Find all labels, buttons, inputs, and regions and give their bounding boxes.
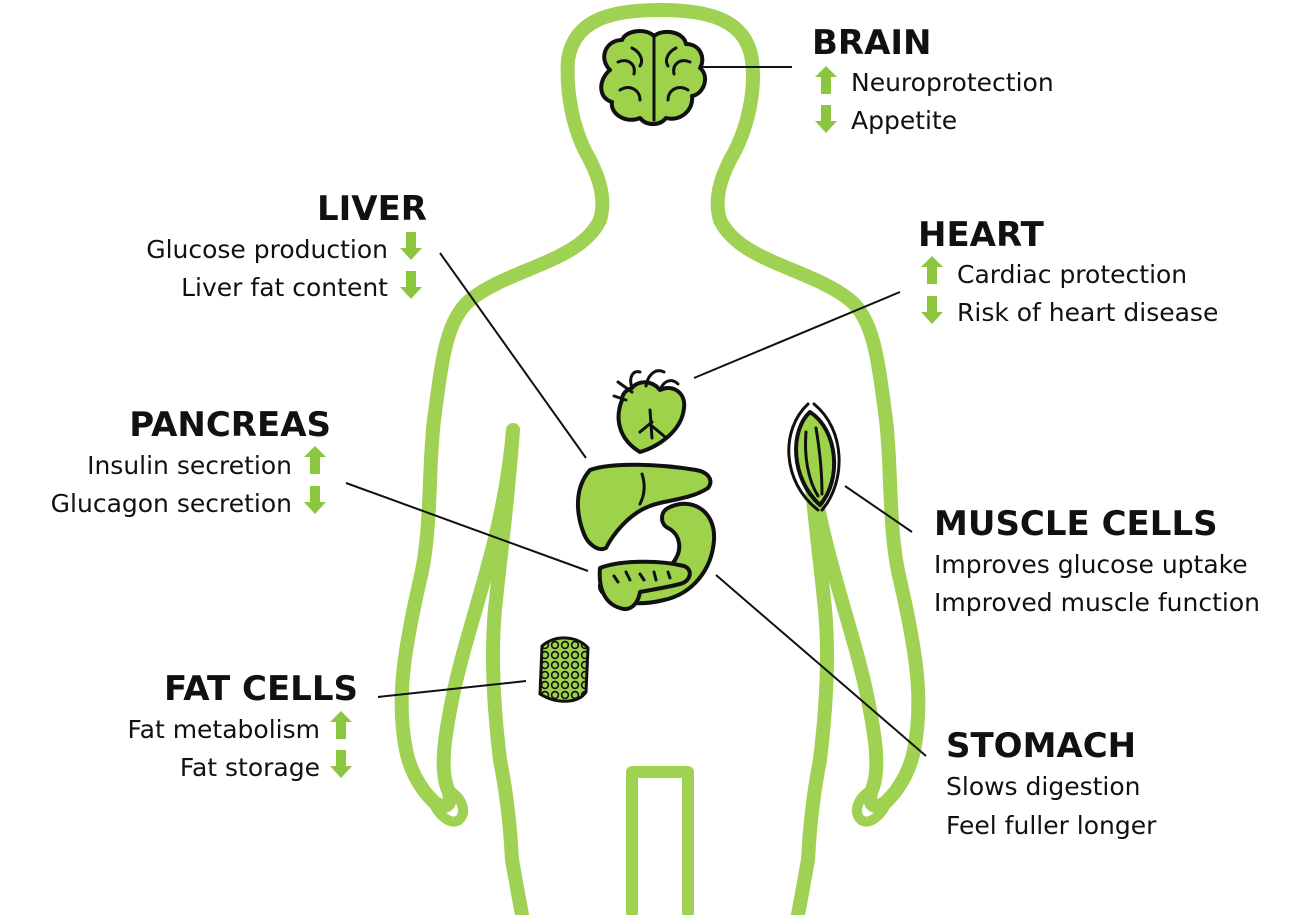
pancreas-effect-1: Insulin secretion <box>87 451 292 480</box>
heart-title: HEART <box>918 215 1045 255</box>
fat-effect-1: Fat metabolism <box>128 715 320 744</box>
stomach-effect-1: Slows digestion <box>946 772 1141 801</box>
fat-effect-2: Fat storage <box>180 753 320 782</box>
muscle-effect-1: Improves glucose uptake <box>934 550 1248 579</box>
stomach-effect-2: Feel fuller longer <box>946 811 1157 840</box>
pancreas-effect-2: Glucagon secretion <box>51 489 292 518</box>
up-arrow-icon <box>921 256 943 284</box>
down-arrow-icon <box>304 486 326 514</box>
brain-effect-2: Appetite <box>851 106 957 135</box>
liver-title: LIVER <box>317 189 427 229</box>
heart-effect-2: Risk of heart disease <box>957 298 1218 327</box>
pancreas-title: PANCREAS <box>129 405 331 445</box>
heart-effect-1: Cardiac protection <box>957 260 1187 289</box>
up-arrow-icon <box>304 446 326 474</box>
down-arrow-icon <box>400 271 422 299</box>
pancreas-leader <box>346 483 588 571</box>
muscle-leader <box>845 486 912 532</box>
liver-effect-1: Glucose production <box>146 235 388 264</box>
down-arrow-icon <box>330 750 352 778</box>
stomach-title: STOMACH <box>946 726 1136 766</box>
liver-effect-2: Liver fat content <box>181 273 388 302</box>
up-arrow-icon <box>815 66 837 94</box>
down-arrow-icon <box>815 105 837 133</box>
up-arrow-icon <box>330 711 352 739</box>
down-arrow-icon <box>921 296 943 324</box>
fat-cells-icon <box>540 638 588 701</box>
muscle-effect-2: Improved muscle function <box>934 588 1260 617</box>
heart-icon <box>614 371 684 452</box>
down-arrow-icon <box>400 232 422 260</box>
body-outline <box>402 10 919 915</box>
fat-title: FAT CELLS <box>164 669 358 709</box>
brain-icon <box>601 31 705 124</box>
brain-title: BRAIN <box>812 23 932 63</box>
muscle-icon <box>789 404 839 510</box>
brain-effect-1: Neuroprotection <box>851 68 1054 97</box>
muscle-title: MUSCLE CELLS <box>934 504 1218 544</box>
leg-gap-outline <box>632 772 688 915</box>
